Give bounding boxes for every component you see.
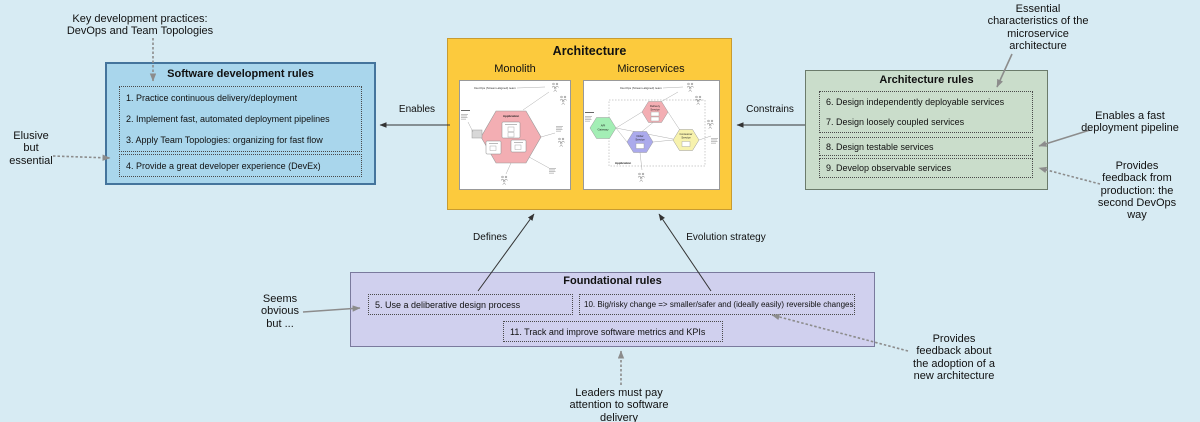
constrains-label: Constrains [746,104,794,115]
dev-rules-group-4: 4. Provide a great developer experience … [119,154,362,177]
api-gateway-label: Gateway [597,128,609,132]
microservices-team-label: DevOps (Stream-aligned) team [620,86,662,90]
foundational-rule-11-box: 11. Track and improve software metrics a… [503,321,723,342]
monolith-panel: DevOps (Stream-aligned) team Application [459,80,571,190]
monolith-application-label: Application [503,114,520,118]
rule-item-11: 11. Track and improve software metrics a… [510,326,706,337]
delivery-service-label: Delivery [650,104,661,108]
enables-label: Enables [398,104,436,115]
order-service-label: Order [636,134,643,138]
monolith-team-label: DevOps (Stream-aligned) team [474,86,516,90]
enables-fast-pipeline-annotation: Enables a fast deployment pipeline [1081,110,1179,135]
rule-item-3: 3. Apply Team Topologies: organizing for… [126,135,323,146]
monolith-label: Monolith [494,63,536,75]
rule-item-5: 5. Use a deliberative design process [375,299,521,310]
rule-item-2: 2. Implement fast, automated deployment … [126,113,330,124]
rule-item-9: 9. Develop observable services [826,163,952,173]
software-development-rules-title: Software development rules [167,68,314,80]
architecture-title: Architecture [552,44,627,58]
api-gateway-hexagon [589,117,617,139]
consumer-service-label: Service [681,136,691,140]
rule-item-6: 6. Design independently deployable servi… [826,97,1005,107]
foundational-rules-title: Foundational rules [563,275,662,287]
rule-item-4: 4. Provide a great developer experience … [126,160,321,171]
defines-label: Defines [473,232,507,243]
rule-item-8: 8. Design testable services [826,141,934,152]
feedback-production-annotation: Provides feedback from production: the s… [1097,160,1177,222]
foundational-rules-box: Foundational rules 5. Use a deliberative… [350,272,875,347]
seems-obvious-annotation: Seems obvious but ... [261,293,299,330]
consumer-service-label: Consumer [680,132,693,136]
rule-item-7: 7. Design loosely coupled services [826,117,965,127]
leaders-annotation: Leaders must pay attention to software d… [569,387,669,422]
architecture-box: Architecture Monolith Microservices DevO… [447,38,732,210]
foundational-rule-10-box: 10. Big/risky change => smaller/safer an… [579,294,855,315]
microservices-application-label: Application [615,161,632,165]
dev-rules-group-1-3: 1. Practice continuous delivery/deployme… [119,86,362,152]
evolution-strategy-label: Evolution strategy [686,232,766,243]
microservices-label: Microservices [617,63,685,75]
foundational-rule-5-box: 5. Use a deliberative design process [368,294,573,315]
rule-item-1: 1. Practice continuous delivery/deployme… [126,92,298,103]
delivery-service-label: Service [650,108,660,112]
order-service-hexagon [626,131,654,153]
arch-rules-group-8: 8. Design testable services [819,137,1033,156]
microservices-panel: DevOps (Stream-aligned) team Application… [583,80,720,190]
feedback-adoption-annotation: Provides feedback about the adoption of … [913,333,995,382]
arch-rules-group-9: 9. Develop observable services [819,158,1033,178]
api-gateway-label: API [601,124,606,128]
elusive-annotation: Elusive but essential [9,130,53,167]
architecture-rules-box: Architecture rules 6. Design independent… [805,70,1048,190]
key-dev-practices-annotation: Key development practices: DevOps and Te… [66,13,214,38]
essential-characteristics-annotation: Essential characteristics of the microse… [987,3,1089,52]
order-service-label: Service [635,138,645,142]
arch-rules-group-6-7: 6. Design independently deployable servi… [819,91,1033,133]
software-development-rules-box: Software development rules 1. Practice c… [105,62,376,185]
architecture-rules-title: Architecture rules [879,74,974,86]
rule-item-10: 10. Big/risky change => smaller/safer an… [584,300,854,309]
consumer-service-hexagon [672,129,700,151]
